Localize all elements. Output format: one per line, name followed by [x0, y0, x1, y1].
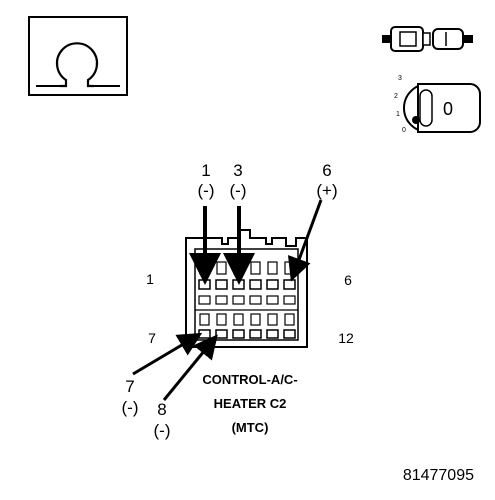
ignition-position-2: 2	[394, 93, 398, 100]
connector-caption-line-2: HEATER C2	[214, 396, 287, 411]
terminal-slot	[215, 295, 228, 305]
terminal-latch	[233, 313, 244, 326]
terminal-latch	[216, 313, 227, 326]
pin-8-number: 8	[157, 400, 166, 419]
terminal-slot	[249, 295, 262, 305]
side-label-top-left: 1	[146, 271, 154, 287]
connector-caption-line-1: CONTROL-A/C-	[202, 372, 297, 387]
terminal-cavity	[198, 279, 211, 290]
terminal-slot	[283, 295, 296, 305]
terminal-latch	[267, 313, 278, 326]
terminal-cavity	[232, 329, 245, 339]
terminal-latch	[250, 261, 261, 275]
connector-caption-line-3: (MTC)	[232, 420, 269, 435]
ignition-key-off-icon: 3 2 1 0 0	[394, 75, 481, 134]
ignition-position-3: 3	[398, 75, 402, 82]
terminal-latch	[267, 261, 278, 275]
ignition-position-1: 1	[396, 111, 400, 118]
terminal-latch	[284, 313, 295, 326]
terminal-latch	[250, 313, 261, 326]
terminal-cavity	[215, 279, 228, 290]
pin-6-polarity: (+)	[316, 181, 337, 200]
terminal-cavity	[266, 329, 279, 339]
pin-1-number: 1	[201, 161, 210, 180]
pin-7-number: 7	[125, 377, 134, 396]
terminal-latch	[199, 313, 210, 326]
pin-1-polarity: (-)	[198, 181, 215, 200]
terminal-row-bottom	[198, 313, 296, 339]
pin-7-polarity: (-)	[122, 398, 139, 417]
side-label-bottom-left: 7	[148, 330, 156, 346]
side-label-bottom-right: 12	[338, 330, 354, 346]
terminal-latch	[284, 261, 295, 275]
pin-8-polarity: (-)	[154, 421, 171, 440]
terminal-slot	[198, 295, 211, 305]
side-label-top-right: 6	[344, 272, 352, 288]
figure-reference-number: 81477095	[403, 467, 474, 484]
probe-arrows	[132, 199, 323, 401]
terminal-slot	[266, 295, 279, 305]
terminal-slot	[232, 295, 245, 305]
terminal-latch	[216, 261, 227, 275]
connector-disconnected-icon	[382, 26, 473, 52]
terminal-cavity	[249, 279, 262, 290]
ignition-key-label: 0	[443, 99, 453, 119]
terminal-cavity	[232, 279, 245, 290]
pin-3-polarity: (-)	[230, 181, 247, 200]
ohmmeter-icon	[28, 16, 128, 96]
ignition-position-0: 0	[402, 127, 406, 134]
pin-6-number: 6	[322, 161, 331, 180]
arrow-pin-7	[132, 332, 203, 376]
terminal-cavity	[198, 329, 211, 339]
pin-3-number: 3	[233, 161, 242, 180]
terminal-cavity	[215, 329, 228, 339]
terminal-cavity	[283, 279, 296, 290]
arrow-pin-6	[287, 199, 323, 282]
terminal-cavity	[249, 329, 262, 339]
terminal-cavity	[266, 279, 279, 290]
terminal-cavity	[283, 329, 296, 339]
arrow-pin-8	[162, 334, 218, 401]
